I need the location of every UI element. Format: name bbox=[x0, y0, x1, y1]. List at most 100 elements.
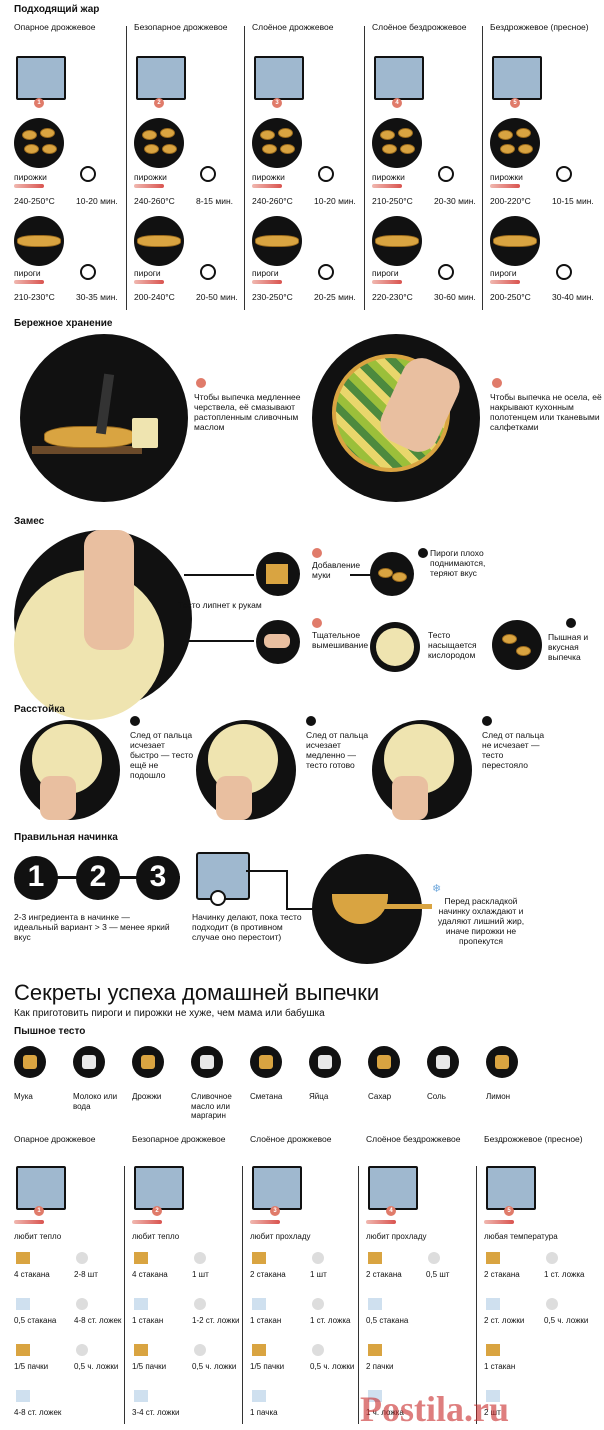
thermometer-icon bbox=[372, 280, 402, 284]
ingredient-amount: 1/5 пачки bbox=[250, 1362, 285, 1371]
stopwatch-icon bbox=[318, 264, 334, 280]
heat-dough-name: Безопарное дрожжевое bbox=[134, 22, 228, 32]
temperature-preference: любит прохладу bbox=[250, 1232, 311, 1241]
ingredient-amount: 2 шт bbox=[484, 1408, 501, 1417]
butter-icon bbox=[191, 1046, 223, 1078]
ingredient-amount: 1/5 пачки bbox=[14, 1362, 49, 1371]
flour-icon bbox=[14, 1046, 46, 1078]
saucepan-icon bbox=[486, 1166, 536, 1210]
sour-cream-icon bbox=[312, 1298, 324, 1310]
kneading-hands-icon bbox=[256, 620, 300, 664]
ingredient-amount: 1 ч. ложка bbox=[366, 1408, 404, 1417]
heat-dough-name: Опарное дрожжевое bbox=[14, 22, 96, 32]
oxygen-text: Тесто насыщается кислородом bbox=[428, 630, 477, 660]
pirozhki-plate-icon bbox=[372, 118, 422, 168]
salt-icon bbox=[312, 1344, 324, 1356]
ingredient-amount: 1 шт bbox=[192, 1270, 209, 1279]
thermometer-icon bbox=[132, 1220, 162, 1224]
timer-icon bbox=[210, 890, 226, 906]
flour-icon bbox=[256, 552, 300, 596]
stopwatch-icon bbox=[438, 166, 454, 182]
eggs-icon bbox=[76, 1252, 88, 1264]
ingredient-amount: 0,5 стакана bbox=[366, 1316, 409, 1325]
dough-number-badge: 4 bbox=[386, 1206, 396, 1216]
ingredient-label: Сливочное масло или маргарин bbox=[191, 1092, 232, 1120]
salt-icon bbox=[76, 1344, 88, 1356]
dough-number-badge: 1 bbox=[34, 1206, 44, 1216]
thermometer-icon bbox=[490, 280, 520, 284]
thermometer-icon bbox=[366, 1220, 396, 1224]
pirozhki-label: пирожки bbox=[14, 172, 47, 182]
dough-number-badge: 3 bbox=[272, 98, 282, 108]
ingredient-amount: 2-8 шт bbox=[74, 1270, 98, 1279]
thermometer-icon bbox=[14, 280, 44, 284]
yeast-icon bbox=[16, 1344, 30, 1356]
saucepan-icon bbox=[16, 56, 66, 100]
finger-test-illustration bbox=[372, 720, 472, 820]
pirogi-time: 30-60 мин. bbox=[434, 292, 476, 302]
dough-number-badge: 3 bbox=[270, 1206, 280, 1216]
dough-number-badge: 4 bbox=[392, 98, 402, 108]
ingredient-amount: 1 стакан bbox=[484, 1362, 516, 1371]
temperature-preference: любит тепло bbox=[132, 1232, 180, 1241]
butter-brush-illustration bbox=[20, 334, 188, 502]
thermometer-icon bbox=[484, 1220, 514, 1224]
flat-pies-icon bbox=[370, 552, 414, 596]
thermometer-icon bbox=[252, 184, 282, 188]
column-divider bbox=[126, 26, 127, 310]
pirog-plate-icon bbox=[252, 216, 302, 266]
saucepan-icon bbox=[492, 56, 542, 100]
finger-test-illustration bbox=[20, 720, 120, 820]
eggs-icon bbox=[309, 1046, 341, 1078]
ingredient-amount: 1 стакан bbox=[250, 1316, 282, 1325]
happy-face-icon bbox=[306, 716, 316, 726]
milk-icon bbox=[368, 1298, 382, 1310]
ingredient-amount: 1-2 ст. ложки bbox=[192, 1316, 240, 1325]
pirogi-time: 30-40 мин. bbox=[552, 292, 594, 302]
ingredient-amount: 3-4 ст. ложки bbox=[132, 1408, 180, 1417]
yeast-icon bbox=[252, 1344, 266, 1356]
pirozhki-label: пирожки bbox=[372, 172, 405, 182]
proofing-title: Расстойка bbox=[14, 704, 65, 715]
ingredient-amount: 0,5 стакана bbox=[14, 1316, 57, 1325]
pirog-plate-icon bbox=[490, 216, 540, 266]
happy-face-icon bbox=[566, 618, 576, 628]
pirozhki-plate-icon bbox=[14, 118, 64, 168]
saucepan-icon bbox=[374, 56, 424, 100]
dough-bubbles-icon bbox=[370, 622, 420, 672]
ingredient-label: Молоко или вода bbox=[73, 1092, 118, 1111]
knead-text: Тщательное вымешивание bbox=[312, 630, 369, 650]
milk-icon bbox=[73, 1046, 105, 1078]
flour-icon bbox=[368, 1252, 382, 1264]
stopwatch-icon bbox=[200, 166, 216, 182]
pirozhki-temperature: 240-260°С bbox=[252, 196, 293, 206]
thermometer-icon bbox=[14, 1220, 44, 1224]
pirogi-label: пироги bbox=[134, 268, 161, 278]
recipe-dough-name: Опарное дрожжевое bbox=[14, 1134, 96, 1144]
pirogi-temperature: 200-250°С bbox=[490, 292, 531, 302]
storage-tip2-text: Чтобы выпечка не осела, её накрывают кух… bbox=[490, 392, 602, 432]
recipe-dough-name: Слоёное дрожжевое bbox=[250, 1134, 332, 1144]
ingredient-amount: 1 пачка bbox=[250, 1408, 278, 1417]
pirogi-label: пироги bbox=[14, 268, 41, 278]
butter-icon bbox=[368, 1390, 382, 1402]
stopwatch-icon bbox=[80, 264, 96, 280]
thermometer-icon bbox=[134, 184, 164, 188]
ingredient-amount: 0,5 шт bbox=[426, 1270, 450, 1279]
fluffy-title: Пышное тесто bbox=[14, 1026, 86, 1037]
milk-icon bbox=[16, 1298, 30, 1310]
sad-face-icon bbox=[130, 716, 140, 726]
pirogi-temperature: 230-250°С bbox=[252, 292, 293, 302]
sour-cream-icon bbox=[546, 1298, 558, 1310]
bad-result-text: Пироги плохо поднимаются, теряют вкус bbox=[430, 548, 486, 578]
filling-number-2: 2 bbox=[76, 856, 120, 900]
thermometer-icon bbox=[490, 184, 520, 188]
stopwatch-icon bbox=[556, 264, 572, 280]
pirozhki-time: 8-15 мин. bbox=[196, 196, 234, 206]
ingredient-amount: 1 шт bbox=[310, 1270, 327, 1279]
ingredient-amount: 0,5 ч. ложки bbox=[192, 1362, 237, 1371]
ingredient-amount: 2 стакана bbox=[484, 1270, 520, 1279]
ingredient-amount: 2 стакана bbox=[250, 1270, 286, 1279]
heat-dough-name: Бездрожжевое (пресное) bbox=[490, 22, 589, 32]
pirog-plate-icon bbox=[134, 216, 184, 266]
